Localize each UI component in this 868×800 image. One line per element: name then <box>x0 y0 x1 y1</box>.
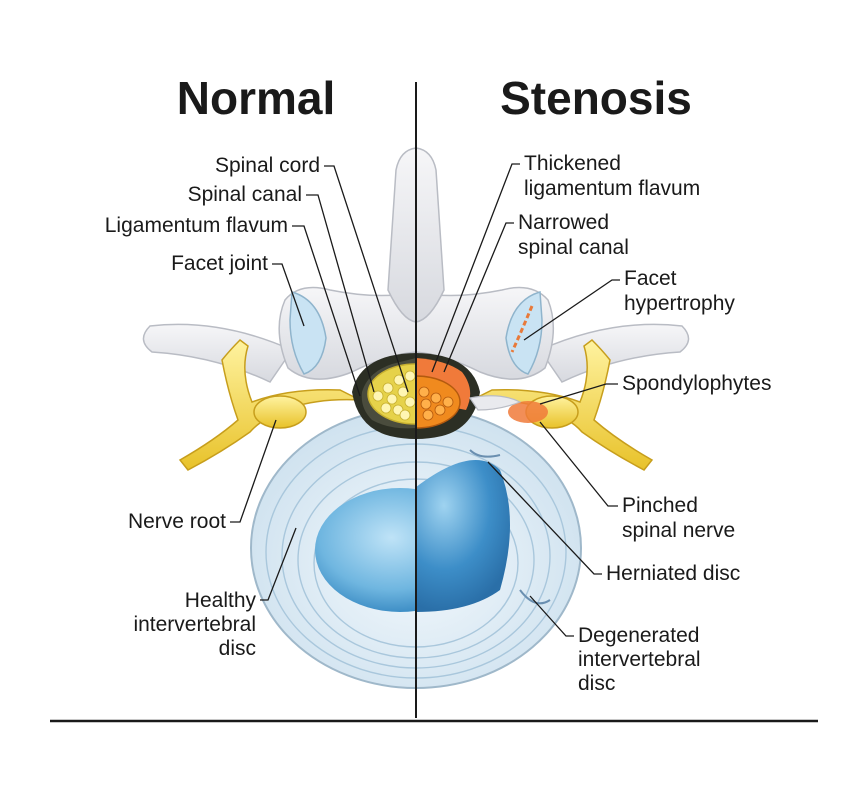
transverse-process-left <box>142 323 294 383</box>
spondylophyte-spur <box>469 395 522 411</box>
left-labels: Spinal cord Spinal canal Ligamentum flav… <box>105 154 409 660</box>
leader-thickened-ligamentum <box>431 163 520 373</box>
vertebra-illustration <box>142 147 690 689</box>
label-facet-hypertrophy-line1: Facet <box>624 267 677 290</box>
label-narrowed-line1: Narrowed <box>518 211 609 234</box>
label-ligamentum-flavum: Ligamentum flavum <box>105 214 288 237</box>
label-facet-hypertrophy-line2: hypertrophy <box>624 292 735 315</box>
leader-degenerated-disc <box>529 595 574 637</box>
leader-nerve-root <box>230 419 277 523</box>
leader-narrowed-canal <box>443 222 514 373</box>
leader-spondylophytes <box>539 383 618 405</box>
leader-facet-hypertrophy <box>523 279 620 341</box>
title-stenosis: Stenosis <box>500 72 692 124</box>
label-facet-joint: Facet joint <box>171 252 268 275</box>
leader-spinal-canal <box>306 194 375 393</box>
label-spinal-canal: Spinal canal <box>188 183 302 206</box>
label-nerve-root: Nerve root <box>128 510 226 533</box>
nucleus-healthy <box>315 488 416 612</box>
label-degenerated-line1: Degenerated <box>578 624 699 647</box>
nucleus-herniated <box>416 460 510 612</box>
label-degenerated-line2: intervertebral <box>578 648 701 671</box>
label-thickened-line2: ligamentum flavum <box>524 177 700 200</box>
leader-facet-joint <box>272 263 305 327</box>
pinched-nerve-inflammation <box>508 401 548 423</box>
label-pinched-line1: Pinched <box>622 494 698 517</box>
label-spinal-cord: Spinal cord <box>215 154 320 177</box>
leader-ligamentum-flavum <box>292 225 361 397</box>
label-pinched-line2: spinal nerve <box>622 519 735 542</box>
leader-healthy-disc <box>260 527 297 601</box>
leader-herniated-disc <box>487 461 602 575</box>
label-healthy-disc-line1: Healthy <box>185 589 257 612</box>
label-spondylophytes: Spondylophytes <box>622 372 771 395</box>
label-narrowed-line2: spinal canal <box>518 236 629 259</box>
leader-pinched-nerve <box>539 421 618 507</box>
label-healthy-disc-line2: intervertebral <box>133 613 256 636</box>
title-normal: Normal <box>177 72 335 124</box>
right-labels: Thickened ligamentum flavum Narrowed spi… <box>431 152 771 695</box>
facet-joint-right <box>505 291 543 375</box>
label-healthy-disc-line3: disc <box>219 637 256 660</box>
label-thickened-line1: Thickened <box>524 152 621 175</box>
label-degenerated-line3: disc <box>578 672 615 695</box>
nerve-ganglion-left <box>253 395 307 429</box>
facet-hypertrophy-mark <box>510 305 534 353</box>
leader-spinal-cord <box>324 165 409 393</box>
label-herniated-disc: Herniated disc <box>606 562 740 585</box>
